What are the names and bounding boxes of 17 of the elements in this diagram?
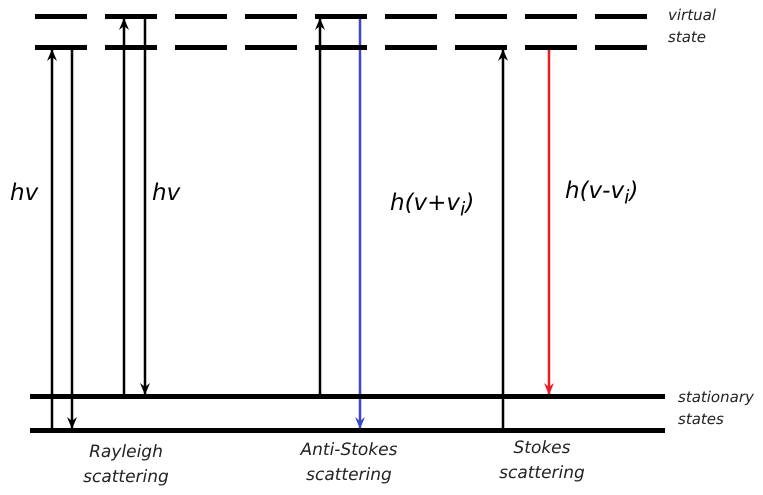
level-label: virtual state xyxy=(668,5,717,48)
arrow xyxy=(315,18,325,394)
process-label: Anti-Stokes scattering xyxy=(298,439,398,487)
edge-label: hv xyxy=(152,180,180,206)
arrow xyxy=(47,49,57,428)
process-label: Rayleigh scattering xyxy=(82,441,170,489)
edge-label: h(v+v$_{i}$) xyxy=(390,190,474,221)
level-label: stationary states xyxy=(678,387,755,430)
arrow xyxy=(119,18,129,394)
arrow xyxy=(67,50,77,429)
arrow xyxy=(140,19,150,395)
edge-label: h(v-v$_{i}$) xyxy=(565,178,638,209)
edge-label: hv xyxy=(10,180,38,206)
arrow xyxy=(498,49,508,428)
arrow xyxy=(355,19,365,429)
process-label: Stokes scattering xyxy=(498,437,586,485)
arrow xyxy=(544,50,554,395)
